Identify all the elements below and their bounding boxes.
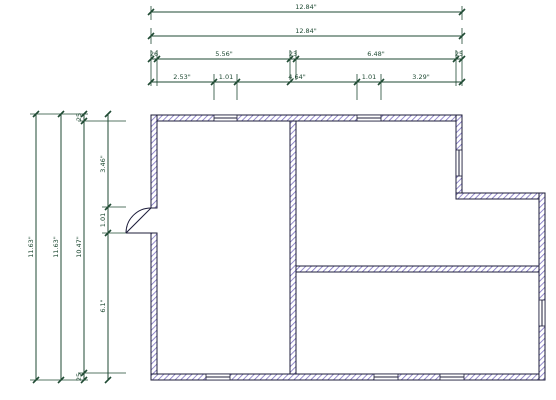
door-leaf	[125, 207, 152, 234]
dim-label-left-mid: 11.63"	[52, 236, 60, 258]
dim-label-left-outer: 11.63"	[27, 236, 35, 258]
dim-label-left-inner: 10.47"	[75, 236, 83, 258]
left-dimension-outer: 11.63"	[27, 110, 88, 384]
left-dimension-door-chain: 3.46" 1.01 6.1"	[99, 110, 126, 384]
dim-label-seg-1: 2.53"	[173, 73, 190, 81]
dim-label-left-bottom-small: 25	[75, 373, 83, 381]
wall-left-lower	[150, 232, 158, 381]
dim-label-right-room: 6.48"	[367, 50, 384, 58]
wall-step-horizontal	[455, 192, 546, 200]
dim-label-door-width: 1.01	[99, 213, 107, 227]
wall-top-outer	[150, 114, 463, 122]
wall-right-lower	[538, 192, 546, 381]
dim-label-wall-left: 26	[150, 50, 158, 58]
top-dimension-overall-2: 12.84"	[147, 27, 466, 44]
dim-label-seg-3: 3.29"	[412, 73, 429, 81]
dim-label-seg-2: 4.64"	[288, 73, 305, 81]
wall-interior-vertical	[289, 120, 297, 375]
top-dimension-wall-chain: 26 5.56" 23 6.48" 25	[147, 50, 466, 86]
wall-interior-horizontal	[295, 265, 540, 273]
wall-left-upper	[150, 114, 158, 209]
dim-label-left-lower: 6.1"	[99, 299, 107, 312]
dim-label-overall-2: 12.84"	[295, 27, 317, 35]
dim-label-left-room: 5.56"	[215, 50, 232, 58]
left-dimension-inner: 10.47" 25 25	[75, 110, 126, 384]
left-dimension-mid: 11.63"	[52, 110, 65, 384]
dim-label-left-top-small: 25	[75, 113, 83, 121]
floor-plan-walls	[150, 114, 546, 381]
dim-label-left-upper: 3.46"	[99, 155, 107, 172]
dim-label-window-1: 1.01	[219, 73, 233, 81]
door-swing-arc	[125, 207, 152, 234]
top-dimension-opening-chain: 2.53" 1.01 4.64" 1.01 3.29"	[147, 73, 466, 100]
dim-label-wall-right: 25	[455, 50, 463, 58]
top-dimension-overall-1: 12.84"	[147, 3, 466, 20]
entry-door	[125, 207, 157, 234]
dim-label-window-2: 1.01	[362, 73, 376, 81]
dim-label-overall-1: 12.84"	[295, 3, 317, 11]
dim-label-wall-mid: 23	[289, 50, 297, 58]
